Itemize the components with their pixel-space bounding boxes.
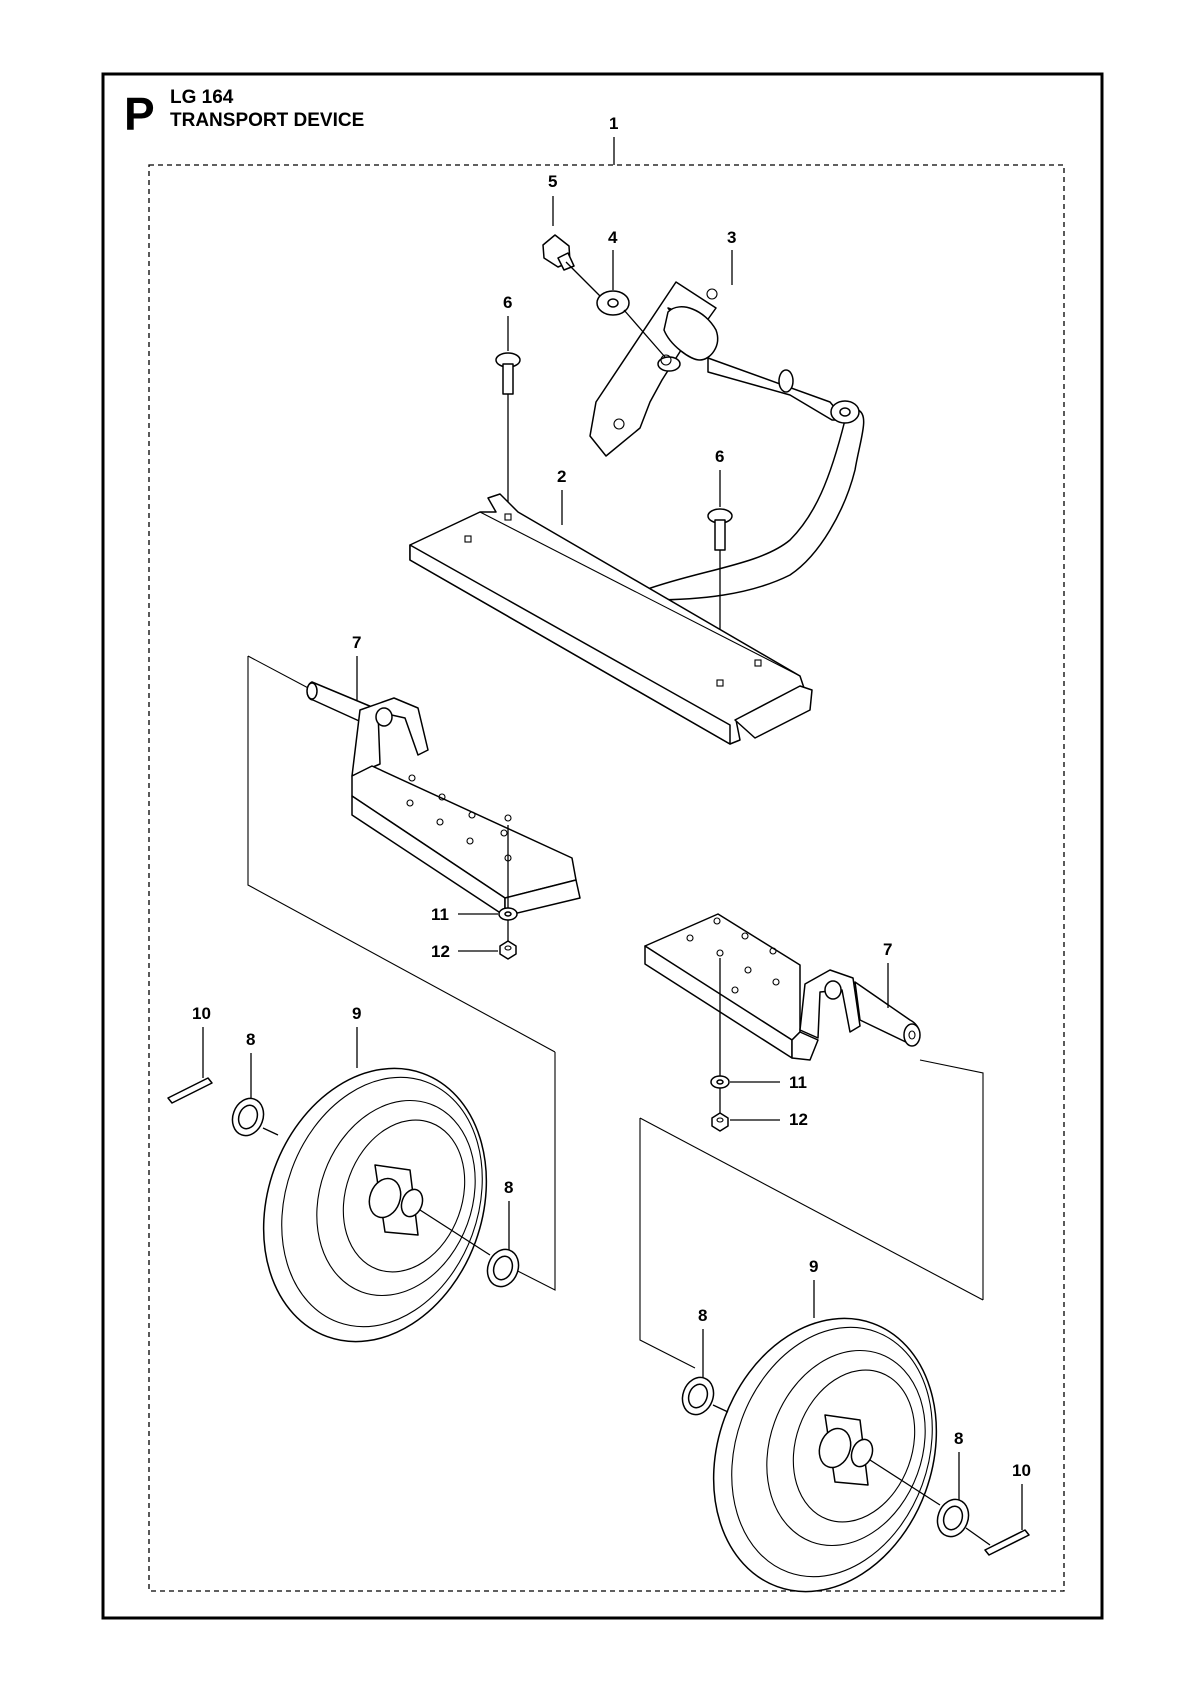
- washer-left-outer: [231, 1097, 265, 1137]
- washer-top-part: [596, 290, 630, 316]
- callout-11-left: 11: [431, 905, 449, 924]
- callout-12-left: 12: [431, 942, 450, 961]
- callout-7-right: 7: [883, 940, 892, 959]
- assembly-boundary: [148, 164, 1065, 1592]
- nut-left: [499, 940, 517, 960]
- callout-10-left: 10: [192, 1004, 211, 1023]
- wheel-right: [712, 1317, 938, 1593]
- washer-nut-right: [710, 1075, 730, 1089]
- callout-5: 5: [548, 172, 557, 191]
- callout-8-left-outer: 8: [246, 1030, 255, 1049]
- carriage-bolt-right: [707, 508, 733, 551]
- callout-7-left: 7: [352, 633, 361, 652]
- callout-9-right: 9: [809, 1257, 818, 1276]
- callout-9-left: 9: [352, 1004, 361, 1023]
- section-letter: P: [124, 88, 155, 140]
- washer-right-outer: [936, 1498, 970, 1538]
- axle-bracket-left: [306, 681, 581, 917]
- handle-part: [589, 281, 865, 601]
- axle-frame-part: [409, 493, 813, 745]
- washer-right-inner: [681, 1376, 715, 1416]
- washer-left-inner: [486, 1248, 520, 1288]
- callout-6-right: 6: [715, 447, 724, 466]
- callout-11-right: 11: [789, 1073, 807, 1092]
- callout-3: 3: [727, 228, 736, 247]
- cotter-pin-left: [167, 1077, 213, 1104]
- callout-8-right-outer: 8: [954, 1429, 963, 1448]
- page-frame: [101, 72, 1104, 1620]
- callout-8-right-inner: 8: [698, 1306, 707, 1325]
- callout-6-left: 6: [503, 293, 512, 312]
- washer-nut-left: [498, 907, 518, 921]
- carriage-bolt-left: [495, 352, 521, 395]
- callout-1: 1: [609, 114, 618, 133]
- diagram-title: TRANSPORT DEVICE: [170, 110, 364, 131]
- callout-10-right: 10: [1012, 1461, 1031, 1480]
- nut-right: [711, 1112, 729, 1132]
- model-label: LG 164: [170, 87, 234, 108]
- cotter-pin-right: [984, 1529, 1030, 1556]
- wheel-left: [262, 1067, 488, 1343]
- screw-part: [542, 234, 575, 271]
- axle-bracket-right: [644, 913, 921, 1061]
- callout-8-left-inner: 8: [504, 1178, 513, 1197]
- callout-4: 4: [608, 228, 618, 247]
- callout-2: 2: [557, 467, 566, 486]
- callout-12-right: 12: [789, 1110, 808, 1129]
